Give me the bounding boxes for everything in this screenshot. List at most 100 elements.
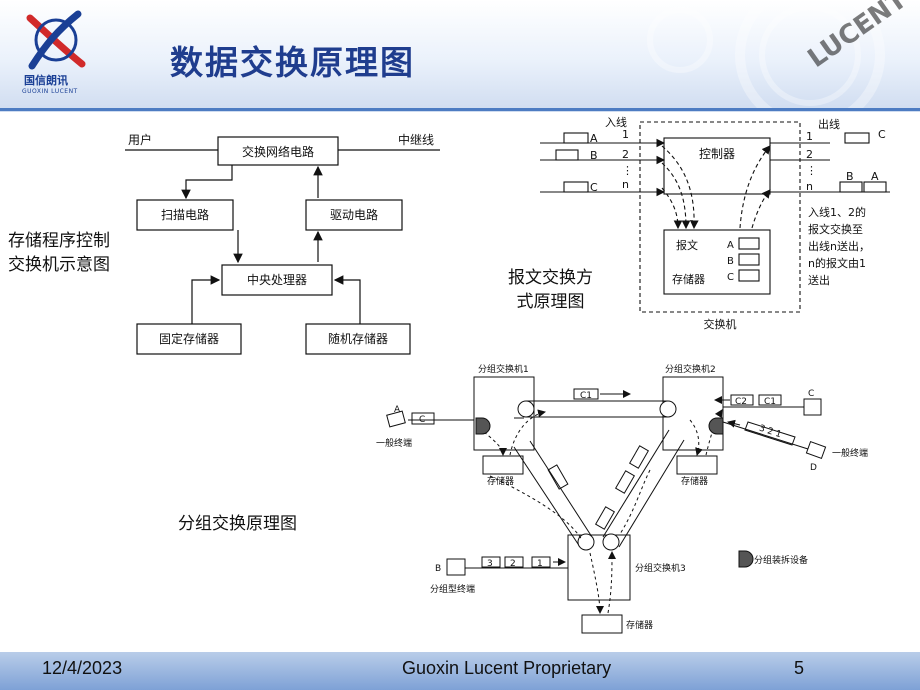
pkt-2-box (504, 556, 524, 568)
message-note: 入线1、2的 报文交换至 出线n送出， n的报文由1 送出 (808, 205, 870, 287)
memory-box (663, 229, 771, 295)
memory3-box (581, 614, 623, 634)
packet-caption: 分组交换原理图 (178, 514, 297, 534)
controller-box (663, 137, 771, 195)
flow-trunk-mem2 (619, 469, 651, 535)
slot-a-label: A (727, 240, 734, 251)
out-msg-b: B (846, 170, 854, 183)
flow-mem3-out (607, 551, 616, 614)
fixed-memory-box (136, 323, 242, 355)
note-line-2: 报文交换至 (808, 222, 863, 236)
terminal-b-box (446, 558, 466, 576)
in-port-2: 2 (622, 148, 629, 161)
msg-b-label: B (590, 149, 598, 162)
out-label: 出线 (818, 117, 840, 131)
dash-out-1 (739, 145, 771, 229)
switch-boundary (639, 121, 801, 313)
arrow-network-to-scan (181, 165, 233, 200)
note-line-5: 送出 (808, 273, 830, 287)
random-memory-box (305, 323, 411, 355)
pkt-1-label: 1 (537, 559, 543, 569)
trunk-13-right (529, 440, 593, 538)
pkt-c1-label: C1 (580, 391, 592, 401)
out-port-n: n (806, 180, 813, 193)
logo-cn: 国信朗讯 (24, 74, 68, 87)
out-msg-a: A (871, 170, 879, 183)
pkt-1-box (531, 556, 551, 568)
dash-in-2 (661, 162, 691, 230)
trunk-23-left (602, 429, 670, 538)
pkt-2-label: 2 (510, 559, 516, 569)
pkt-c1b-box (758, 394, 782, 406)
drive-circuit-box (305, 199, 403, 231)
trunk-13-left (513, 446, 581, 548)
flow-in-mem2 (689, 419, 703, 456)
pkt-c1-box (573, 388, 599, 400)
out-msg-c-box (844, 132, 870, 144)
footer-page-number: 5 (794, 658, 805, 678)
flow-mem1-trunk (489, 475, 583, 541)
message-caption: 报文交换方 式原理图 (508, 266, 593, 314)
dash-out-n (751, 189, 771, 229)
cpu-label: 中央处理器 (247, 272, 307, 287)
legend-label: 分组装拆设备 (754, 554, 808, 566)
terminal-b-type: 分组型终端 (430, 583, 475, 595)
terminal-d-box (805, 440, 827, 460)
terminal-c-label: C (808, 389, 814, 399)
footer-date: 12/4/2023 (42, 658, 123, 678)
message-label: 报文 (676, 238, 698, 252)
pkt-c-label: C (419, 415, 425, 425)
msg-b-box (555, 149, 579, 161)
spc-caption-line1: 存储程序控制 (8, 231, 110, 251)
legend-pad-icon (738, 550, 754, 568)
out-msg-b-box (839, 181, 863, 193)
note-line-1: 入线1、2的 (808, 205, 866, 219)
dash-in-1 (661, 145, 699, 230)
in-port-n: n (622, 178, 629, 191)
slot-a-box (738, 237, 760, 250)
in-label: 入线 (605, 115, 627, 129)
out-port-1: 1 (806, 130, 813, 143)
memory2-label: 存储器 (681, 475, 708, 487)
memory3-label: 存储器 (626, 619, 653, 631)
user-label: 用户 (128, 132, 152, 147)
d-pkts-box (744, 421, 796, 446)
pkt-c-box (411, 412, 435, 425)
cpu-box (221, 264, 333, 296)
switch2-label: 分组交换机2 (665, 363, 716, 375)
switch1-label: 分组交换机1 (478, 363, 529, 375)
arrow-random-to-cpu (333, 275, 361, 324)
msg-a-label: A (590, 132, 598, 145)
pkt-3-box (481, 556, 501, 568)
pkt-c1b-label: C1 (764, 397, 776, 407)
logo-en: GUOXIN LUCENT (22, 88, 78, 95)
out-port-2: 2 (806, 148, 813, 161)
terminal-b-label: B (435, 564, 441, 574)
terminal-c-box (803, 398, 822, 416)
drive-circuit-label: 驱动电路 (330, 207, 378, 222)
pkt-3-label: 3 (487, 559, 493, 569)
note-line-3: 出线n送出， (808, 239, 870, 253)
spc-caption-line2: 交换机示意图 (8, 255, 110, 275)
header-watermark: LUCENT (647, 0, 913, 110)
message-caption-line2: 式原理图 (516, 292, 585, 312)
trunk-12-end-right (659, 400, 677, 418)
memory1-box (482, 455, 524, 475)
msg-a-box (563, 132, 589, 144)
random-memory-label: 随机存储器 (328, 331, 388, 346)
scan-circuit-label: 扫描电路 (161, 207, 209, 222)
arrow-d (727, 419, 741, 428)
in-port-ellipsis: ⋮ (622, 164, 633, 177)
fixed-memory-label: 固定存储器 (159, 331, 219, 346)
note-line-4: n的报文由1 (808, 256, 866, 270)
controller-label: 控制器 (699, 147, 735, 161)
pad-device-2-icon (708, 417, 724, 435)
pkt-c2-diag (547, 464, 569, 490)
scan-circuit-box (136, 199, 234, 231)
terminal-d-type: 一般终端 (832, 447, 868, 459)
msg-c-label: C (590, 181, 598, 194)
header-band (0, 0, 920, 112)
